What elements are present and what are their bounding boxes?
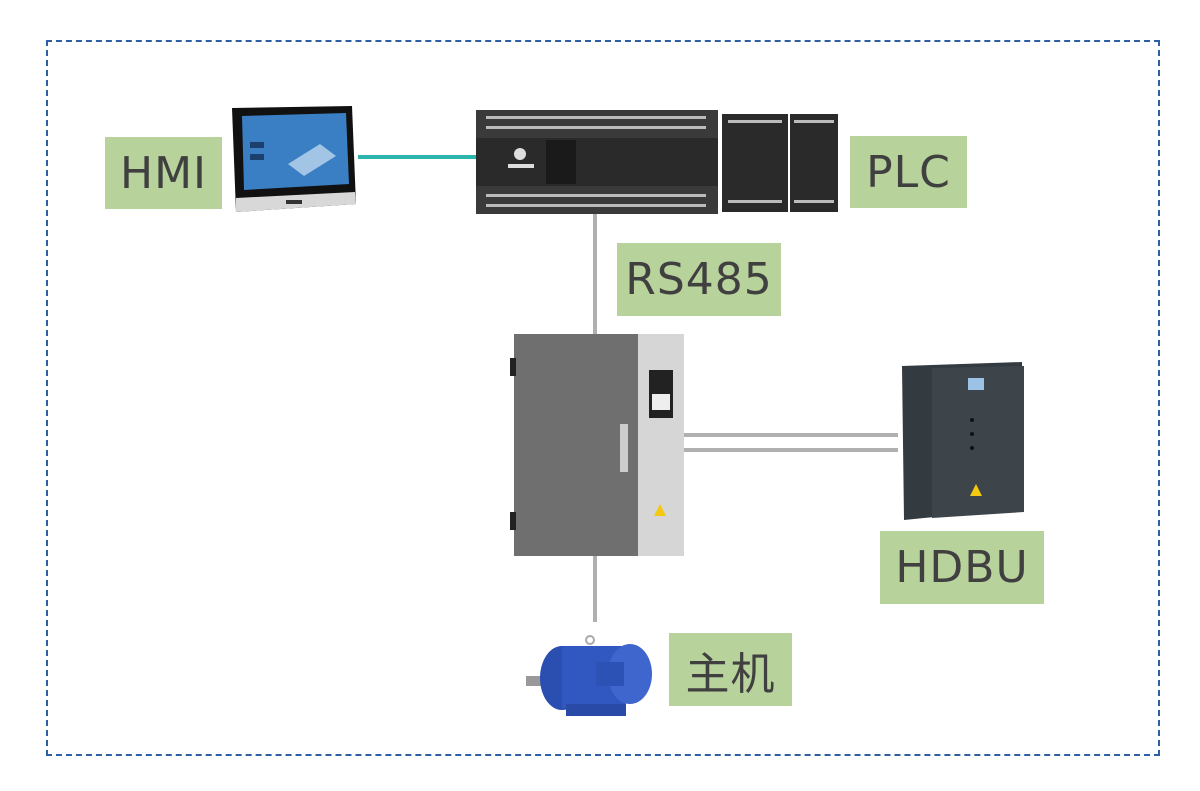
hdbu-device <box>898 358 1028 526</box>
vfd-hdbu-link-2 <box>683 448 898 452</box>
motor-label: 主机 <box>669 633 792 706</box>
hdbu-label: HDBU <box>880 531 1044 604</box>
motor-device <box>526 624 654 720</box>
hmi-label: HMI <box>105 137 222 209</box>
system-boundary <box>46 40 1160 756</box>
rs485-label: RS485 <box>617 243 781 316</box>
hmi-plc-link <box>358 155 478 159</box>
hmi-device <box>228 104 358 212</box>
plc-device <box>476 106 838 214</box>
vfd-hdbu-link-1 <box>683 433 898 437</box>
inverter-cabinet <box>510 332 684 558</box>
plc-label: PLC <box>850 136 967 208</box>
rs485-link <box>593 212 597 334</box>
vfd-motor-link <box>593 556 597 622</box>
